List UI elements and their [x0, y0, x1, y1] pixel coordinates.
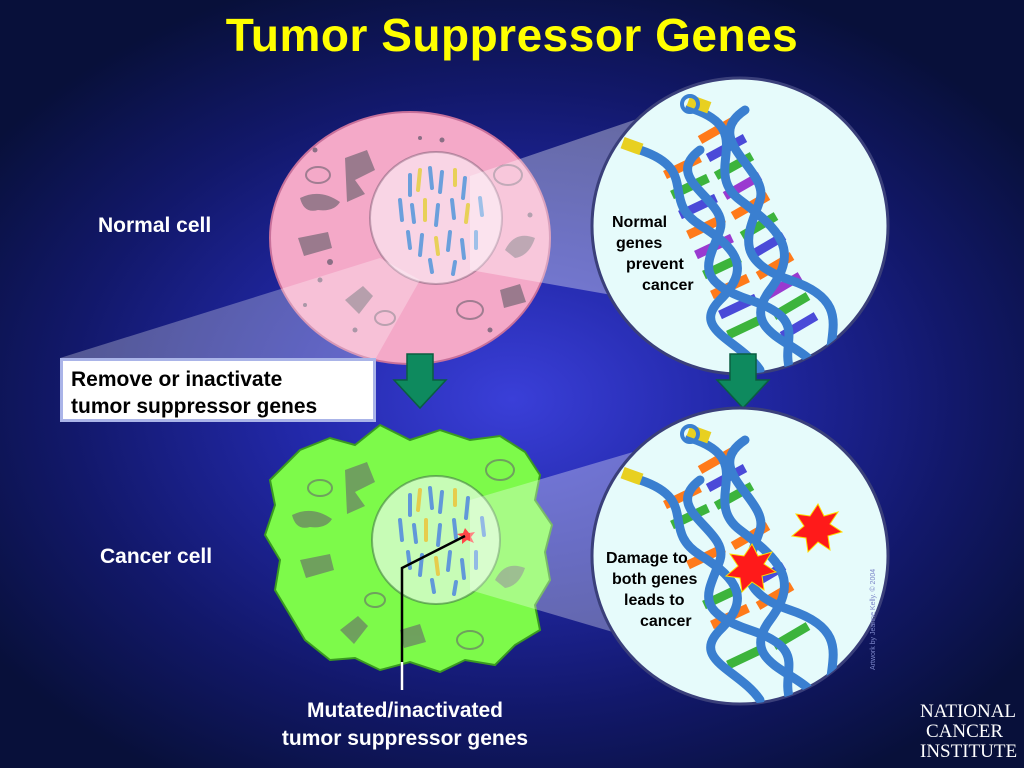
mutated-genes-label: Mutated/inactivated tumor suppressor gen…	[240, 697, 570, 753]
damage-star-icon	[457, 528, 475, 544]
damage-star-icon	[790, 503, 844, 554]
damage-line: leads to	[624, 592, 685, 609]
artwork-credit: Artwork by Jeanne Kelly. © 2004	[870, 568, 877, 670]
logo-line-2: CANCER	[926, 721, 1004, 742]
normal-genes-line: prevent	[626, 256, 684, 273]
pointer-line	[400, 534, 466, 690]
normal-genes-text: Normal genes prevent cancer	[612, 212, 694, 296]
mutated-label-line-2: tumor suppressor genes	[281, 727, 529, 750]
normal-genes-line: Normal	[612, 214, 668, 231]
remove-genes-line-1: Remove or inactivate	[71, 368, 283, 391]
dna-helix-icon	[620, 424, 844, 704]
damage-star-icon	[724, 543, 778, 594]
down-arrow-icon	[392, 353, 448, 410]
damage-line: Damage to	[606, 550, 688, 567]
mutated-label-line-1: Mutated/inactivated	[306, 699, 504, 722]
down-arrow-icon	[715, 353, 771, 410]
dna-helix-icon	[620, 94, 838, 374]
cancer-cell	[263, 423, 554, 674]
normal-genes-line: genes	[616, 235, 663, 252]
normal-cell	[269, 111, 551, 365]
damaged-dna-circle	[590, 406, 890, 706]
logo-line-1: NATIONAL	[920, 701, 1017, 722]
page-title: Tumor Suppressor Genes	[225, 9, 799, 61]
nci-logo: NATIONAL CANCER INSTITUTE	[920, 702, 1022, 762]
normal-cell-label: Normal cell	[98, 214, 212, 237]
remove-genes-line-2: tumor suppressor genes	[71, 395, 318, 418]
cancer-cell-label: Cancer cell	[100, 545, 213, 568]
damage-text: Damage to both genes leads to cancer	[606, 548, 697, 632]
logo-line-3: INSTITUTE	[920, 741, 1018, 762]
normal-dna-circle	[590, 76, 890, 376]
damage-line: both genes	[612, 571, 698, 588]
remove-genes-box: Remove or inactivate tumor suppressor ge…	[60, 358, 376, 422]
damage-line: cancer	[640, 613, 692, 630]
normal-genes-line: cancer	[642, 277, 694, 294]
zoom-lens-box	[60, 258, 420, 358]
